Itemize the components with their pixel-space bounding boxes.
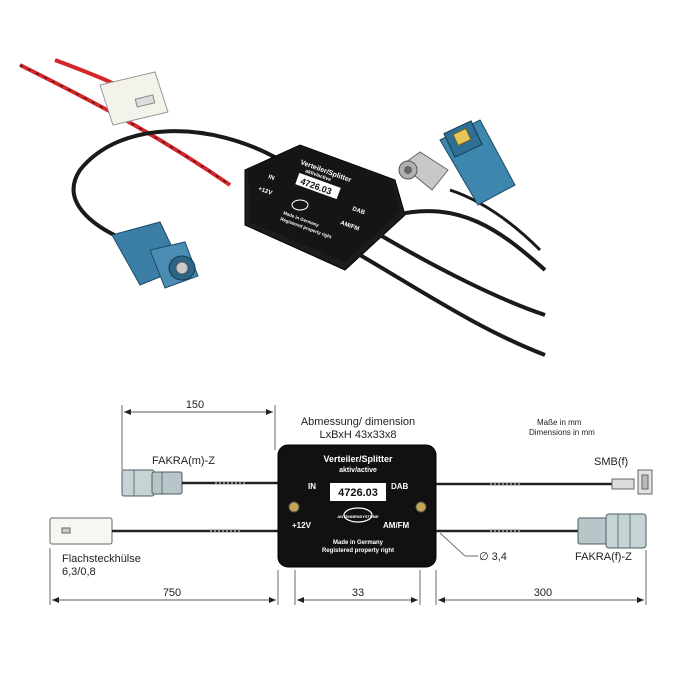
units-de: Maße in mm <box>537 418 582 427</box>
box-title: Verteiler/Splitter <box>323 454 393 464</box>
box-part-number: 4726.03 <box>338 487 378 499</box>
dim-top-left: 150 <box>186 399 204 411</box>
box-12v-label: +12V <box>292 521 312 530</box>
fakra-f-connector <box>577 513 647 549</box>
smb-photo <box>398 151 449 191</box>
black-cable <box>358 253 546 357</box>
fakra-f-photo <box>439 119 516 206</box>
flat-connector <box>99 71 169 126</box>
dimension-value: LxBxH 43x33x8 <box>319 429 396 441</box>
black-cable <box>71 129 281 242</box>
diameter-label: ∅ 3,4 <box>479 551 507 563</box>
splitter-box-drawing: Verteiler/Splitter aktiv/active 4726.03 … <box>277 444 437 568</box>
black-cable <box>378 233 546 317</box>
technical-drawing: 150 Abmessung/ dimension LxBxH 43x33x8 M… <box>49 399 653 605</box>
product-photo: Verteiler/Splitter aktiv/active 4726.03 … <box>19 58 547 357</box>
flach-label-2: 6,3/0,8 <box>62 566 96 578</box>
dimension-heading: Abmessung/ dimension <box>301 416 415 428</box>
photo-dab-label: DAB <box>351 206 366 216</box>
dim-bottom-mid: 33 <box>352 587 364 599</box>
dim-bottom-left: 750 <box>163 587 181 599</box>
photo-in-label: IN <box>267 174 275 182</box>
fakra-m-photo <box>111 221 199 289</box>
box-in-label: IN <box>308 482 316 491</box>
black-cable <box>449 188 542 252</box>
splitter-box-photo: Verteiler/Splitter aktiv/active 4726.03 … <box>244 144 406 271</box>
box-subtitle: aktiv/active <box>339 467 377 474</box>
smb-connector <box>611 469 653 495</box>
box-made-in: Made in Germany <box>333 540 384 546</box>
box-registered: Registered property right <box>322 548 394 554</box>
flach-label-1: Flachsteckhülse <box>62 553 141 565</box>
smb-label: SMB(f) <box>594 456 628 468</box>
box-dab-label: DAB <box>391 482 409 491</box>
units-en: Dimensions in mm <box>529 428 595 437</box>
logo-icon <box>343 507 373 523</box>
fakra-f-label: FAKRA(f)-Z <box>575 551 632 563</box>
black-cable <box>394 209 547 272</box>
box-logo-text: ANTENNENSYSTEME <box>337 514 379 519</box>
flat-connector-drawing <box>49 517 113 545</box>
dim-bottom-right: 300 <box>534 587 552 599</box>
logo-icon <box>291 199 309 211</box>
fakra-m-label: FAKRA(m)-Z <box>152 455 215 467</box>
photo-12v-label: +12V <box>257 186 272 196</box>
fakra-m-connector <box>121 469 183 497</box>
box-amfm-label: AM/FM <box>383 521 410 530</box>
